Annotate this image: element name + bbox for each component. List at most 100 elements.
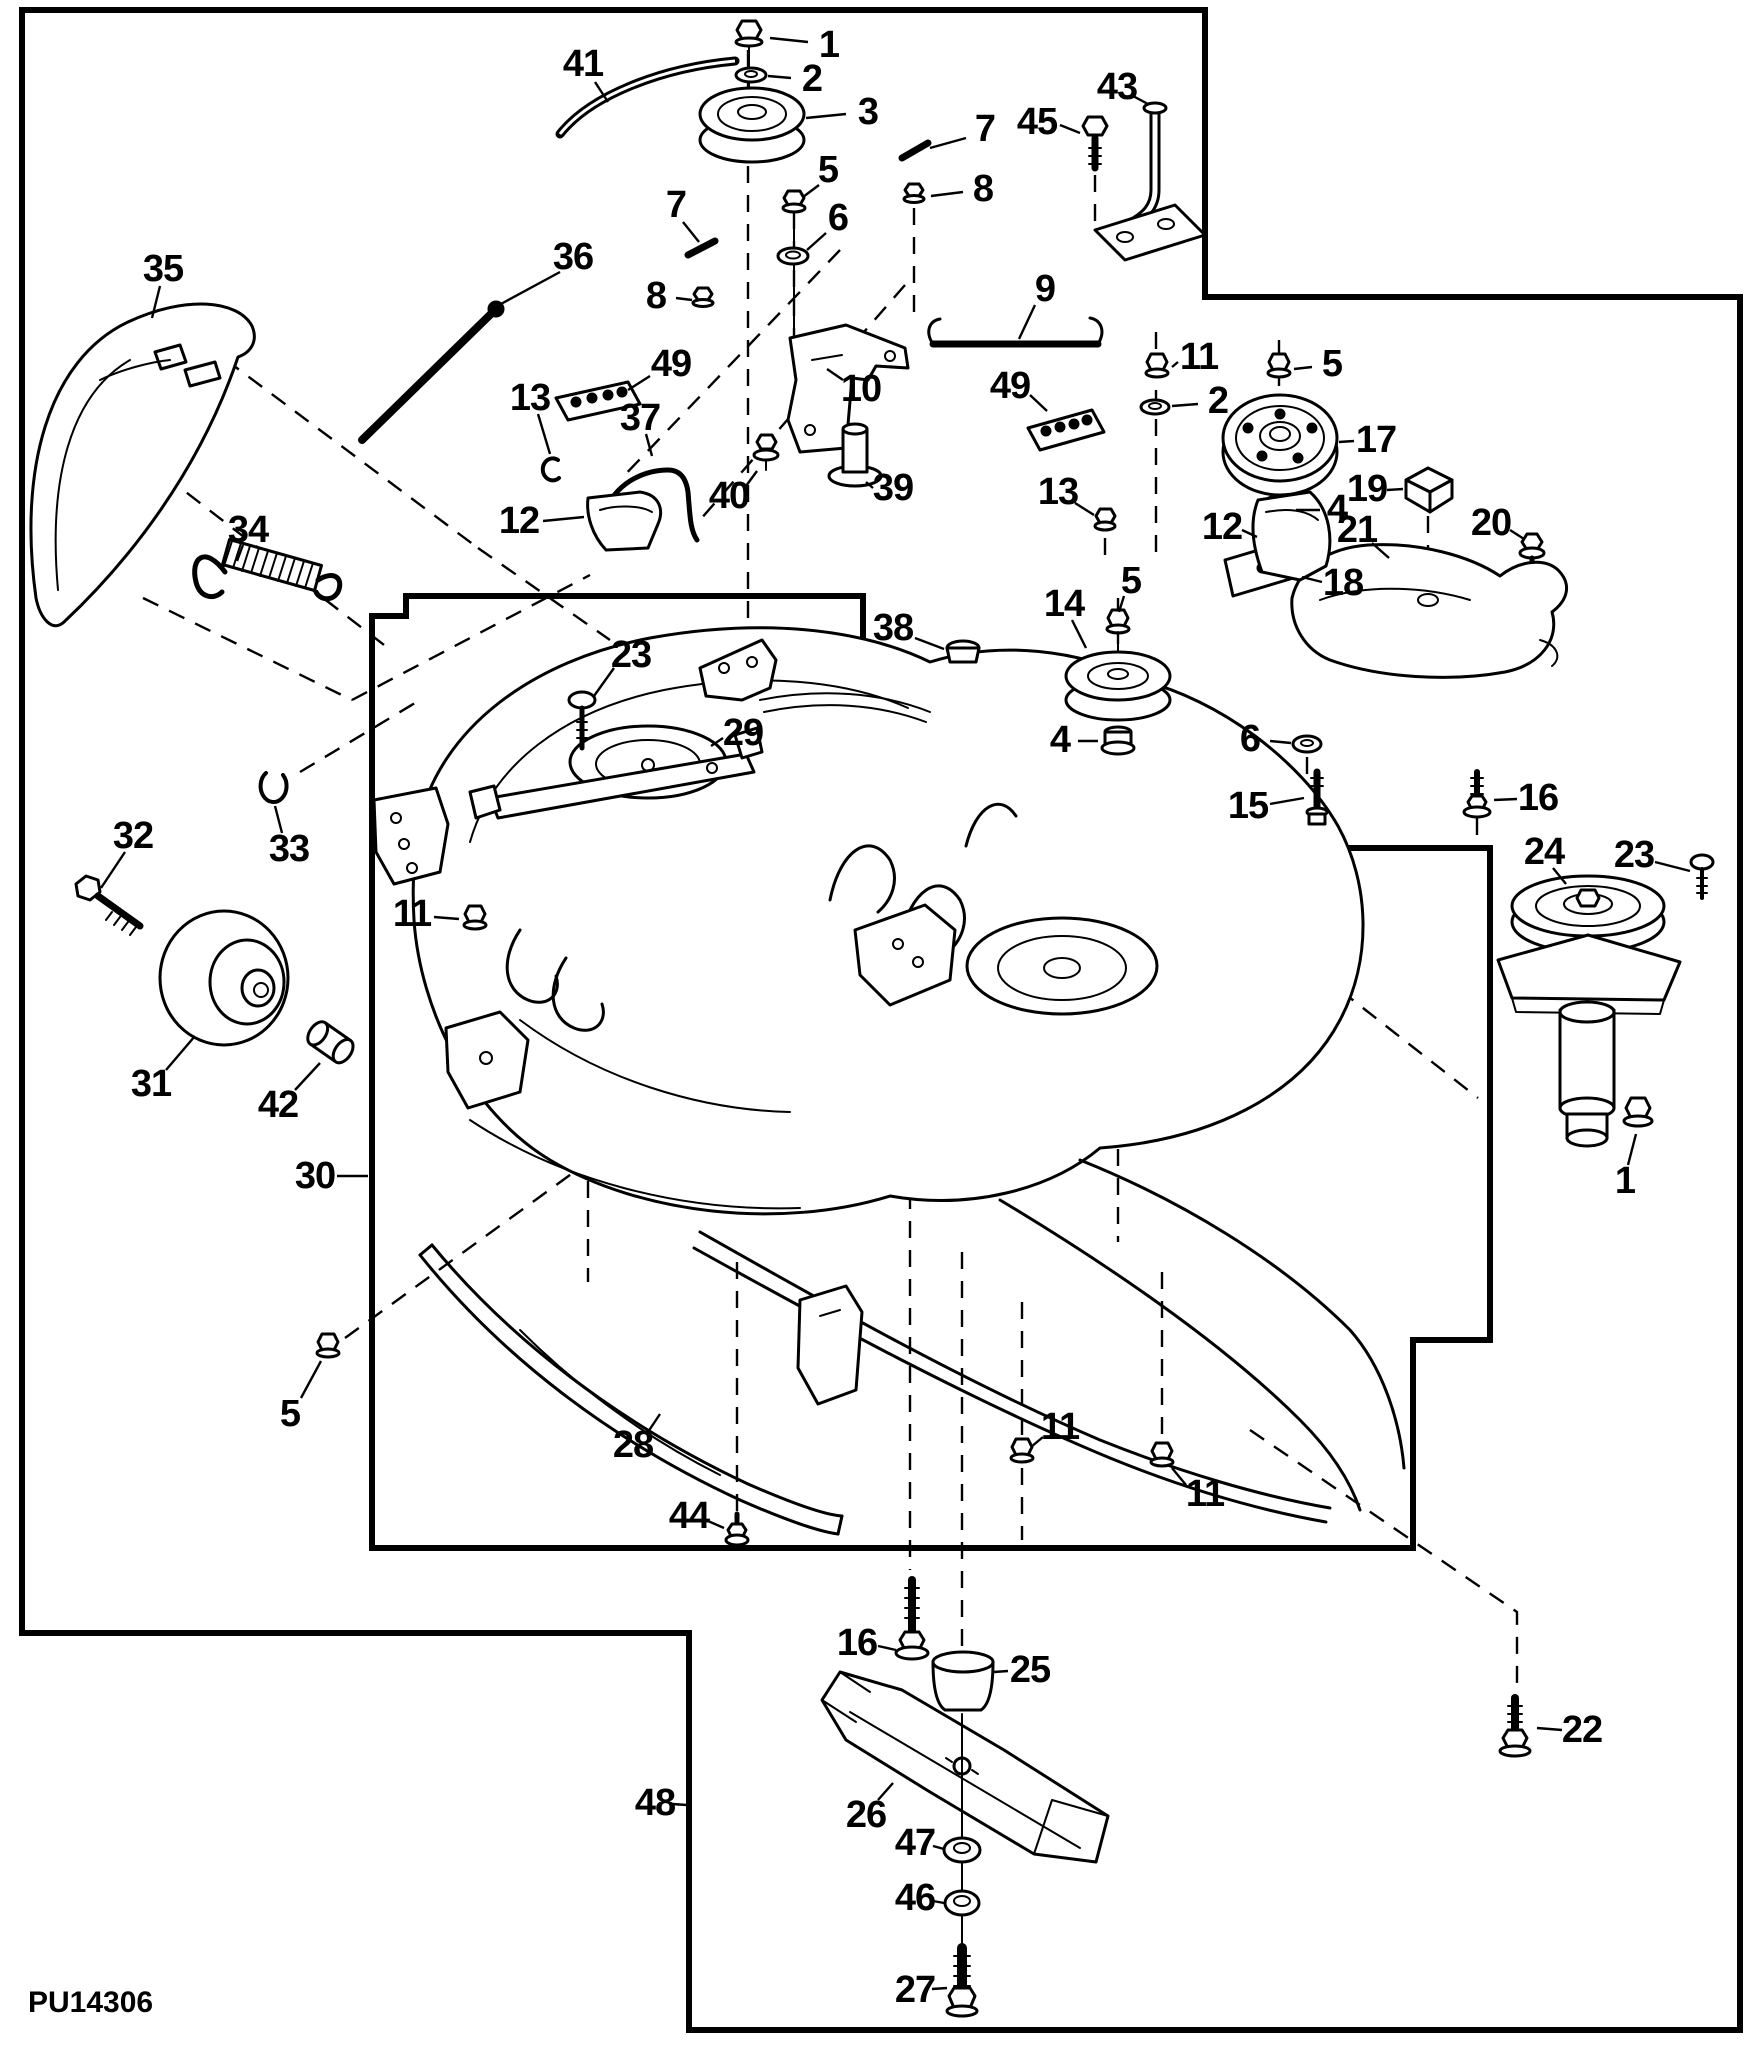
part-callout-44: 44 — [669, 1495, 725, 1537]
part-callout-19: 19 — [1347, 468, 1404, 510]
bracket-29-tab — [733, 726, 764, 760]
cover-21-ear — [1539, 639, 1559, 667]
bushing-4b-base — [1100, 740, 1136, 756]
nut-11d-flange — [1009, 1452, 1035, 1464]
part-number: 4 — [1050, 719, 1071, 761]
part-number: 19 — [1347, 468, 1387, 510]
part-callout-45: 45 — [1017, 101, 1081, 143]
leader-line — [542, 515, 585, 523]
part-number: 20 — [1471, 502, 1511, 544]
spindle-24-stub-end — [1565, 1128, 1609, 1148]
bracket-43-hole-a — [1116, 231, 1134, 243]
leader-line — [299, 1360, 323, 1399]
bracket-43-hole-b — [1157, 218, 1175, 230]
leader-line — [1626, 1133, 1638, 1166]
part-number: 30 — [295, 1155, 335, 1197]
bolt-16a-threads — [1470, 777, 1484, 795]
bolt-45-head — [1081, 115, 1109, 137]
pulley-3-groove — [717, 96, 787, 132]
part-callout-11: 11 — [1171, 1467, 1226, 1515]
nut-5f-flange — [315, 1347, 341, 1359]
leader-line — [805, 112, 847, 120]
part-number: 12 — [499, 500, 539, 542]
deck-rear-bracket — [853, 903, 957, 1007]
leader-line — [1654, 860, 1691, 873]
part-callout-8: 8 — [646, 275, 693, 317]
rod-36 — [358, 306, 499, 444]
part-callout-43: 43 — [1097, 66, 1149, 108]
leader-line — [1117, 595, 1126, 613]
leader-line — [710, 737, 724, 747]
part-number: 18 — [1323, 562, 1363, 604]
bracket-12b-rib — [1265, 509, 1319, 521]
leader-line — [1269, 796, 1305, 806]
part-number: 29 — [723, 712, 763, 754]
nut-5a-flange — [781, 202, 807, 214]
part-number: 27 — [895, 1969, 935, 2011]
baffle-28-end-a — [418, 1243, 434, 1257]
part-callout-48: 48 — [635, 1782, 688, 1824]
nut-8a-flange — [691, 298, 715, 308]
deck-skirt-edge-outer — [698, 1230, 1332, 1510]
deck-rear-bracket-hole-b — [912, 956, 924, 968]
part-callout-41: 41 — [563, 43, 610, 103]
leader-line — [865, 481, 874, 489]
part-callout-5: 5 — [280, 1360, 323, 1435]
leader-line — [1059, 123, 1081, 135]
bracket-43-tube-top — [1142, 101, 1168, 115]
deck-baffle-wave-3 — [964, 802, 1018, 848]
pulley-17-face — [1221, 393, 1339, 483]
deflector-35-rod — [99, 359, 171, 381]
leader-line — [1171, 402, 1199, 408]
leader-line — [1029, 394, 1048, 412]
part-callout-17: 17 — [1338, 419, 1397, 461]
part-number: 2 — [1208, 380, 1228, 422]
part-number: 8 — [973, 168, 993, 210]
cup-25 — [931, 1660, 995, 1712]
deck-hook-bracket-2 — [551, 956, 605, 1032]
part-callout-49: 49 — [627, 343, 692, 392]
spring-34-windings — [223, 540, 314, 589]
part-callout-18: 18 — [1301, 562, 1364, 604]
screw-23a-threads — [576, 721, 588, 739]
leader-line — [877, 1782, 894, 1801]
leader-line — [671, 1802, 688, 1807]
blade-26-wing-left — [821, 1671, 871, 1723]
lower-bracket-hole — [479, 1051, 493, 1065]
plate-49a-h3 — [602, 389, 614, 401]
bolt-16b-flange — [894, 1645, 930, 1661]
leader-line — [1171, 1467, 1187, 1486]
spindle-24-hex — [1575, 888, 1601, 908]
part-number: 6 — [828, 197, 848, 239]
screw-23b-threads — [1696, 877, 1708, 894]
bracket-10-slot — [811, 354, 843, 361]
sleeve-39-body — [841, 428, 869, 474]
deck-top-bracket — [698, 638, 778, 702]
deck-front-tab-slot — [819, 1309, 841, 1317]
washer-6b-hole — [1300, 739, 1314, 747]
plate-49b — [1026, 408, 1106, 452]
washer-46-hole — [953, 1895, 971, 1907]
leader-line — [273, 805, 284, 834]
rod-9-hook-right — [1088, 316, 1104, 346]
bracket-10-hole-a — [884, 350, 896, 362]
sleeve-39-top — [841, 422, 869, 436]
leader-line — [627, 374, 651, 392]
leader-line — [1493, 797, 1518, 802]
deck-top-bracket-hole-b — [746, 656, 758, 668]
part-callout-31: 31 — [131, 1035, 196, 1105]
part-callout-14: 14 — [1044, 583, 1088, 649]
leader-line — [1030, 1436, 1044, 1448]
part-number: 49 — [990, 365, 1030, 407]
part-callout-1: 1 — [1615, 1133, 1638, 1202]
deck-skirt-line-2 — [469, 1119, 801, 1210]
pulley-17-hole-4 — [1306, 422, 1318, 434]
part-number: 39 — [873, 467, 913, 509]
nut-11e-flange — [1149, 1456, 1175, 1468]
part-callout-6: 6 — [1240, 718, 1292, 760]
washer-2b — [1139, 398, 1171, 416]
part-callout-4: 4 — [1050, 719, 1098, 761]
bracket-10-hole-b — [804, 424, 816, 436]
cover-21-inner — [1319, 587, 1471, 601]
